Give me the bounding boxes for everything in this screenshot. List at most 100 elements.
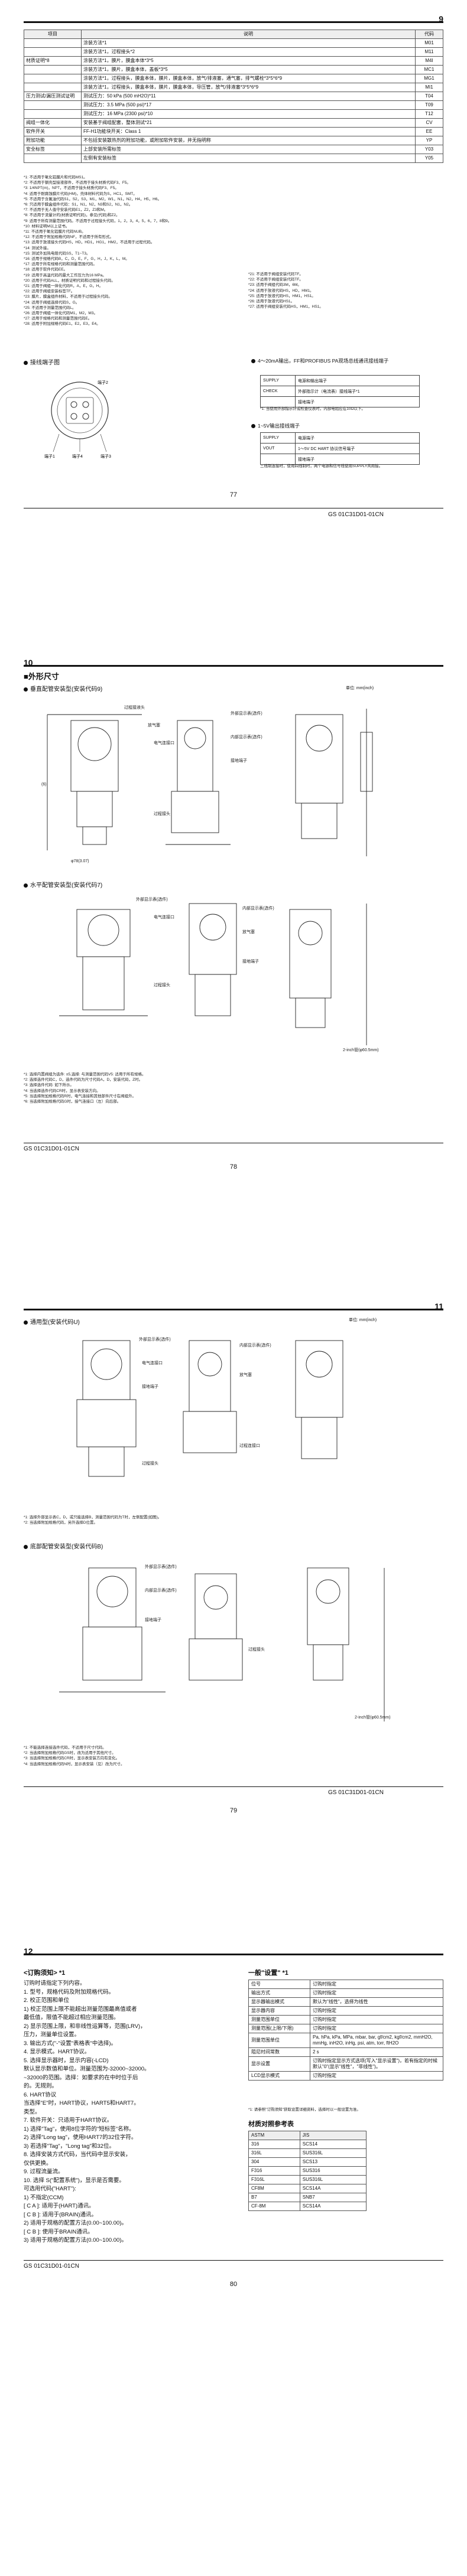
order-line: 4. 显示模式。HART协议。 [24,2049,90,2055]
option-key: 位号 [248,1980,310,1989]
display-icon [96,1576,128,1607]
footer-rule [24,2260,443,2261]
note-line: *5: 当选择附加规格代码R时，电气连接和其他部件尺寸在阀组外。 [24,1094,136,1098]
document-page-12: 12 <订购须知> *1 订购时请指定下列内容。1. 型号，规格代码及附加规格代… [0,1932,467,2576]
note-line: *5: 不适用于含氟油代码S1，S2，S3，M1，M2，W1，N1，N2，H4，… [24,197,161,201]
terminal-desc: 电源端子 [295,432,420,444]
drawing-label: 2-inch管(φ60.5mm) [343,1047,379,1052]
page-header-rule: 11 [24,1300,443,1311]
drawing-label: 电气连接口 [142,1360,163,1365]
note-line: *4: 当选择附加规格代码N时，显示表安装（见）改为尺寸。 [24,1762,125,1766]
document-page-11: 11 通用型(安装代码U) 单位: mm(inch) 外部显示表(选件)电气连接… [0,1287,467,1931]
note-line: *3: 选择选件代码: 如下所示。 [24,1083,74,1088]
order-line: 1) 校正范围上限不能超出测量范围最高值或者 [24,2006,137,2013]
voltage-note: 三线制连接时，使用四线制时，两个电源和信号线使用SUPPLY共用接。 [260,464,437,469]
spec-desc: 涂装方法*1，过程接头，膜盒本体，膜片，膜盒本体，导压管，放气/排液塞*3*5*… [81,83,416,92]
order-line: 5. 选择显示器时，显示内容(-LCD) [24,2057,109,2064]
spec-desc: 涂装方法*1，过程接头，膜盒本体，膜片，膜盒本体，放气/排液塞，通气塞，排气螺栓… [81,74,416,83]
terminal-label-c: 端子3 [100,454,111,459]
spec-group [24,154,82,163]
unit-label: 单位: mm(inch) [346,686,374,690]
material-cell: SCS13 [299,2157,367,2167]
display-icon [87,914,119,946]
order-line: 2) 适用于规格的配置方法(0.00~100.00)。 [24,2220,128,2226]
notes-universal: *1: 选择外部显示表C，D，或只能选择B，测量范围代码为T时，左侧配置(如图)… [24,1515,437,1525]
spec-group [24,47,82,57]
note-line: *20: 适用于代码ALL，材质证明代码和过程接头代码。 [24,278,115,283]
terminal-row: 接地端子 [260,454,420,465]
spec-code: T12 [415,109,443,119]
order-line: 8. 选择安装方式代码，当代码中显示安装， [24,2151,131,2158]
spec-code: EE [415,127,443,136]
order-line: 当选择"E"时，HART协议，HART5和HART7。 [24,2100,140,2107]
spec-code: T04 [415,92,443,101]
drawing-label: 接地端子 [242,958,259,964]
order-line: 的。无规则。 [24,2083,58,2089]
option-value: 订购时指定 [310,1988,443,1998]
terminal-desc: 接地端子 [295,396,420,407]
material-cell: SUS316L [299,2175,367,2184]
fieldbus-title-text: 4～20mA输出，FF和PROFIBUS PA现场总线通讯接线端子 [258,358,389,364]
terminal-key: SUPPLY [260,375,296,386]
note-line: *1: 选择外部显示表C，D，或只能选择B，测量范围代码为T时，左侧配置(如图)… [24,1515,162,1519]
note-line: *25: 不适用于测量范围代码L。 [24,305,76,310]
spec-desc: 测试压力：50 kPa (500 mH2O)*11 [81,92,416,101]
terminal-desc-text: 接地端子 [298,400,314,405]
drawing-label: 过程接头 [154,811,170,816]
note-line: *3: 当选择附加规格代码CR时，显示表安装方向有变化。 [24,1756,120,1761]
terminal-key [260,396,296,407]
order-line: [ C A ]: 适用于(HART)通讯。 [24,2203,95,2209]
material-header-cell: ASTM [248,2131,300,2140]
drawing-label: 过程接液头 [124,705,145,710]
note-line: *15: 测试外加热电阻代码SS，T1~T3。 [24,251,90,256]
document-page-10: 10 ■外形尺寸 垂直配管安装型(安装代码9) 单位: mm(inch) [0,644,467,1287]
terminal-desc-text: 电源和输出端子 [298,379,327,383]
terminal-key: VOUT [260,443,296,454]
terminal-desc-text: 1～5V DC HART 协议信号端子 [298,446,355,451]
note-line: *24: 适用于阀组选择代码S，G。 [24,300,80,305]
material-cell: SUS316L [299,2148,367,2158]
drawing-label: 放气塞 [242,929,255,934]
terminal-row: 接地端子 [260,396,420,407]
subtitle-vertical-text: 垂直配管安装型(安装代码9) [30,686,103,693]
terminal-desc-text: 接地端子 [298,457,314,462]
order-line: 可选用代码("HART"): [24,2186,76,2192]
fieldbus-note: *1: 当使用外部指示计或检查仪表时，内部电阻应在10Ω以下。 [260,406,365,412]
footer-doc-code: GS 01C31D01-01CN [328,1789,384,1796]
voltage-title: 1~5V输出接线端子 [251,422,300,429]
fieldbus-title: 4～20mA输出，FF和PROFIBUS PA现场总线通讯接线端子 [251,357,443,364]
order-title: <订购须知> *1 [24,1970,66,1977]
bullet-icon [24,1544,28,1549]
spec-row: 涂装方法*1，过程接头，膜盒本体，膜片，膜盒本体，放气/排液塞，通气塞，排气螺栓… [24,74,443,83]
drawing-label: 接地端子 [231,758,247,763]
drawing-label: 外部显示表(选件) [136,896,168,902]
drawing-label: 2-inch管(φ60.5mm) [355,1714,391,1720]
order-line: 2. 校正范围和单位 [24,1997,70,2004]
footer-doc-code: GS 01C31D01-01CN [24,2263,79,2270]
subtitle-vertical: 垂直配管安装型(安装代码9) [24,684,102,693]
order-line: 9. 过程流量流。 [24,2169,64,2175]
order-line: 3. 输出方式("-"设置"表格表"中选择)。 [24,2040,117,2047]
terminal-diagram: 端子1 端子4 端子3 端子2 [44,380,111,459]
voltage-note-text: 三线制连接时，使用四线制时，两个电源和信号线使用SUPPLY共用接。 [260,464,383,468]
spec-group [24,83,82,92]
terminal-screw-icon [82,413,89,420]
spec-row: 涂装方法*1，过程接头，膜盒本体，膜片，膜盒本体，导压管，放气/排液塞*3*5*… [24,83,443,92]
note-line: *25: 适用于放液代码HS，HM1，HS1。 [248,294,316,298]
material-cell: 316L [248,2148,300,2158]
note-line: *9: 适用于所有测量范围代码。不适用于过程接头代码，1，2，3，4，5，6，7… [24,219,172,223]
option-key: 测量范围(上限/下限) [248,2024,310,2033]
spec-code: M11 [415,47,443,57]
order-line: 1) 不指定(CCM) [24,2194,64,2201]
page-number: 9 [439,14,443,24]
bullet-icon [251,359,255,364]
material-title: 材质对照参考表 [248,2121,294,2128]
